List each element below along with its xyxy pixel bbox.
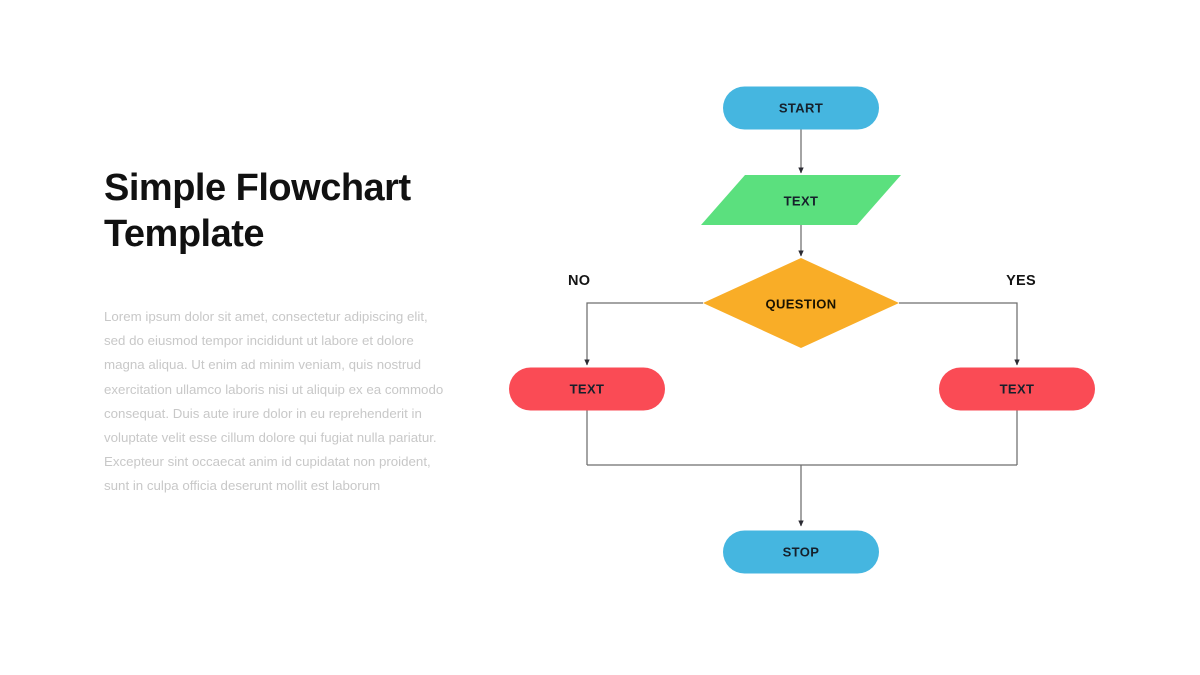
branch-label-no: NO [568, 273, 590, 289]
question-label: QUESTION [765, 297, 836, 312]
text-column: Simple Flowchart Template Lorem ipsum do… [104, 165, 454, 493]
connector-layer [584, 129, 1020, 527]
process-shape [701, 175, 901, 225]
process-label: TEXT [784, 194, 819, 209]
start-label: START [779, 101, 823, 116]
branch-label-yes: YES [1006, 273, 1036, 289]
body-paragraph: Lorem ipsum dolor sit amet, consectetur … [104, 309, 444, 494]
no-text-label: TEXT [570, 382, 605, 397]
node-no-text[interactable]: TEXT [509, 367, 665, 411]
stop-shape [723, 530, 879, 574]
stop-label: STOP [783, 545, 820, 560]
node-question[interactable]: QUESTION [703, 258, 899, 348]
edge-question-to-yes [899, 302, 1020, 366]
edge-question-to-no [584, 302, 703, 366]
yes-text-shape [939, 367, 1095, 411]
node-yes-text[interactable]: TEXT [939, 367, 1095, 411]
page-title: Simple Flowchart Template [104, 167, 411, 255]
node-stop[interactable]: STOP [723, 530, 879, 574]
node-process[interactable]: TEXT [701, 175, 901, 225]
node-start[interactable]: START [723, 86, 879, 130]
flowchart: START TEXT QUESTION TEXT TEXT [480, 60, 1140, 620]
yes-text-label: TEXT [1000, 382, 1035, 397]
no-text-shape [509, 367, 665, 411]
start-shape [723, 86, 879, 130]
question-shape [703, 258, 899, 348]
